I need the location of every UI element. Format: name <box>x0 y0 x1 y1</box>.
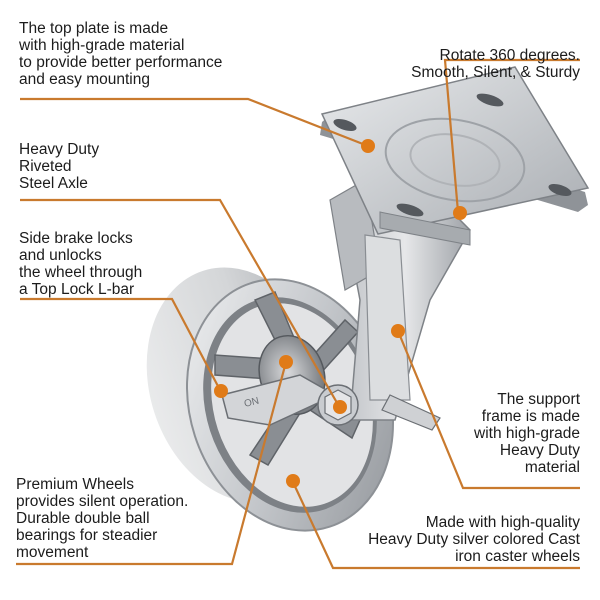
dot-axle <box>333 400 347 414</box>
dot-top-plate <box>361 139 375 153</box>
callout-dots <box>214 139 467 488</box>
leader-wheels <box>16 361 288 566</box>
dot-cast-iron <box>286 474 300 488</box>
leader-brake <box>20 297 221 391</box>
leader-cast-iron <box>291 479 580 570</box>
leader-support-frame <box>396 330 580 490</box>
leader-rotate <box>443 58 580 213</box>
callout-wheels: Premium Wheels provides silent operation… <box>16 476 189 561</box>
callout-top-plate: The top plate is made with high-grade ma… <box>19 20 223 88</box>
brake-pedal-marking: ON <box>243 396 260 410</box>
leader-top-plate <box>20 97 369 148</box>
brake-tab <box>381 394 441 431</box>
dot-rotate <box>453 206 467 220</box>
dot-wheels <box>279 355 293 369</box>
callout-axle: Heavy Duty Riveted Steel Axle <box>19 141 100 192</box>
brake-pedal: ON <box>221 374 337 426</box>
dot-brake <box>214 384 228 398</box>
callout-cast-iron: Made with high-quality Heavy Duty silver… <box>368 514 580 565</box>
callout-lines <box>16 58 580 570</box>
callout-brake: Side brake locks and unlocks the wheel t… <box>19 230 143 298</box>
callout-rotate: Rotate 360 degrees. Smooth, Silent, & St… <box>411 47 580 81</box>
leader-axle <box>20 198 341 409</box>
dot-support-frame <box>391 324 405 338</box>
callout-support-frame: The support frame is made with high-grad… <box>474 391 580 476</box>
